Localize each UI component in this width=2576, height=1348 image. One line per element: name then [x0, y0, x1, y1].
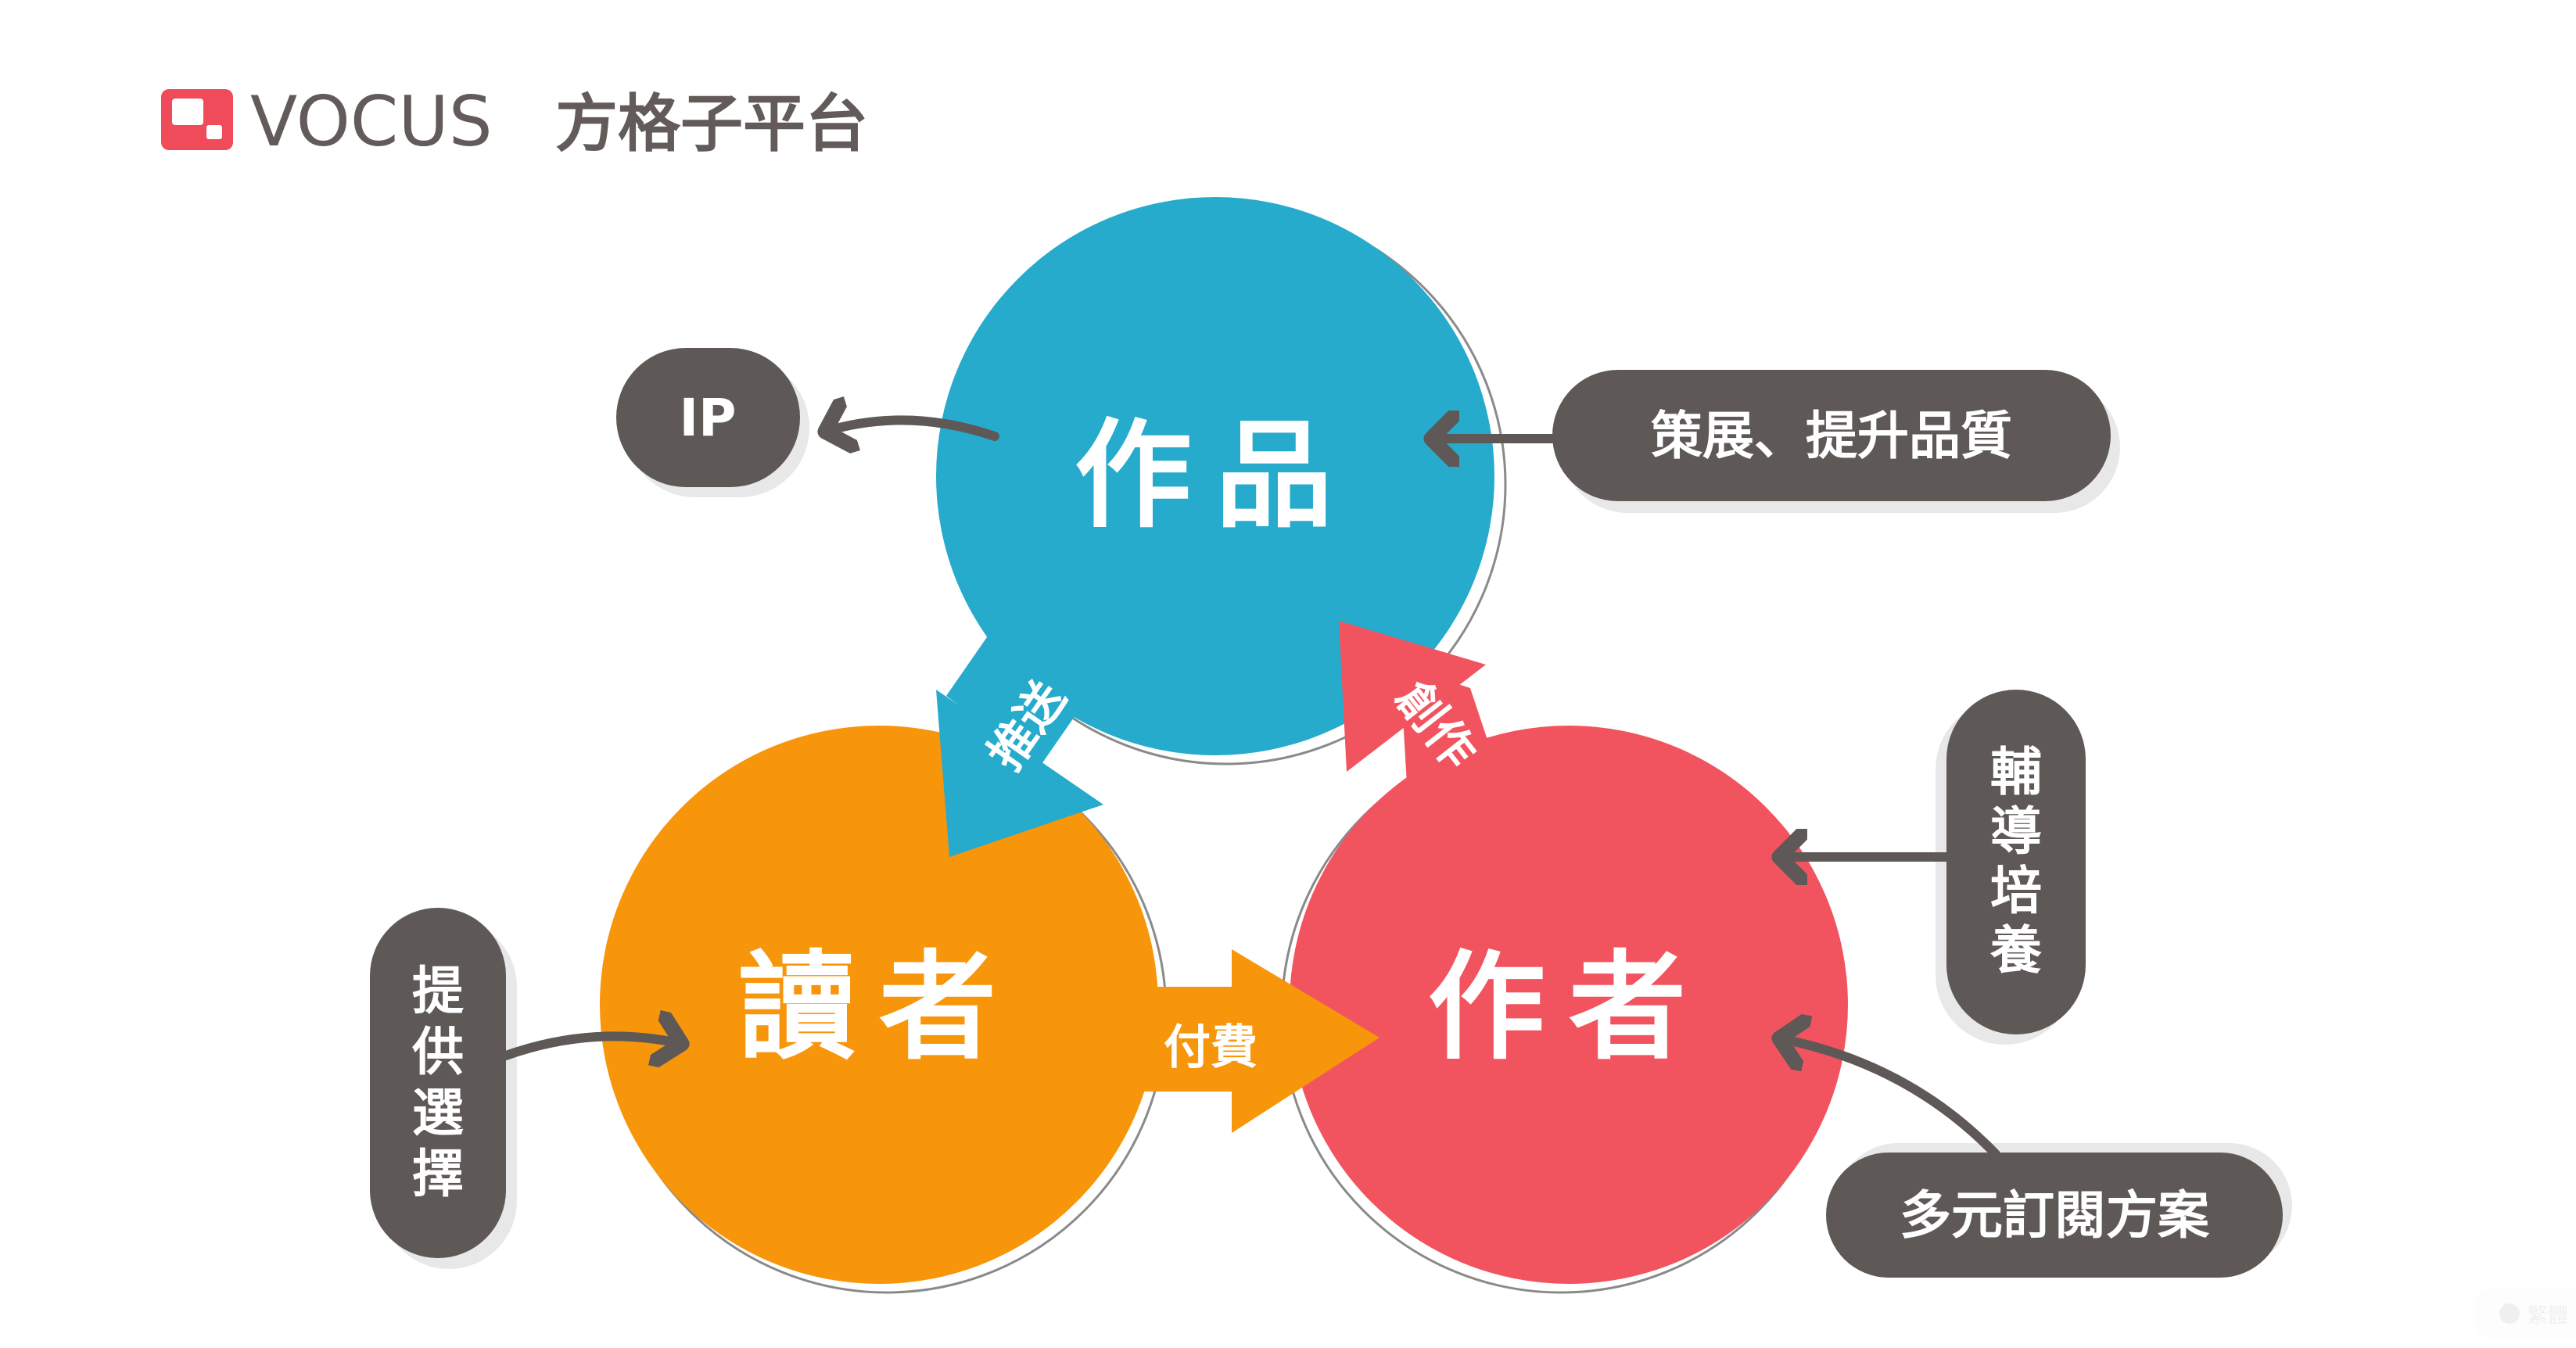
subscription-label: 多元訂閱方案 [1900, 1185, 2210, 1246]
works-label: 作品 [1075, 408, 1356, 544]
mentor-char: 輔 [1990, 742, 2042, 802]
curate-pill: 策展、提升品質 [1552, 370, 2120, 513]
mentor-char: 養 [1990, 920, 2042, 981]
language-label: 繁體 [2528, 1303, 2569, 1328]
works-circle [936, 197, 1494, 755]
ip-arrow [825, 420, 999, 436]
subscription-arrow [1779, 1038, 2000, 1159]
logo-name: 方格子平台 [555, 88, 868, 160]
choice-char: 提 [412, 961, 464, 1021]
choice-pill: 提 供 選 擇 [370, 908, 517, 1269]
authors-circle [1290, 726, 1848, 1284]
mentor-pill: 輔 導 培 養 [1936, 690, 2086, 1045]
readers-circle [600, 726, 1158, 1284]
mentor-char: 導 [1990, 801, 2042, 862]
mentor-char: 培 [1990, 861, 2042, 921]
globe-icon [2499, 1303, 2520, 1324]
language-button[interactable]: 繁體 [2479, 1292, 2576, 1335]
subscription-pill: 多元訂閱方案 [1826, 1143, 2292, 1278]
choice-char: 選 [412, 1083, 464, 1143]
curate-label: 策展、提升品質 [1651, 406, 2012, 466]
choice-char: 供 [412, 1022, 464, 1082]
choice-arrow [501, 1036, 682, 1056]
pay-arrow: 付費 [1142, 949, 1379, 1133]
create-arrow: 創作 [1339, 621, 1509, 805]
readers-label: 讀者 [738, 940, 1020, 1076]
logo-brand: VOCUS [250, 81, 493, 162]
ip-label: IP [680, 388, 737, 448]
vocus-logo: VOCUS 方格子平台 [161, 81, 868, 162]
authors-label: 作者 [1428, 940, 1710, 1076]
pay-label: 付費 [1164, 1020, 1258, 1075]
choice-char: 擇 [412, 1144, 464, 1204]
ip-pill: IP [616, 348, 809, 497]
